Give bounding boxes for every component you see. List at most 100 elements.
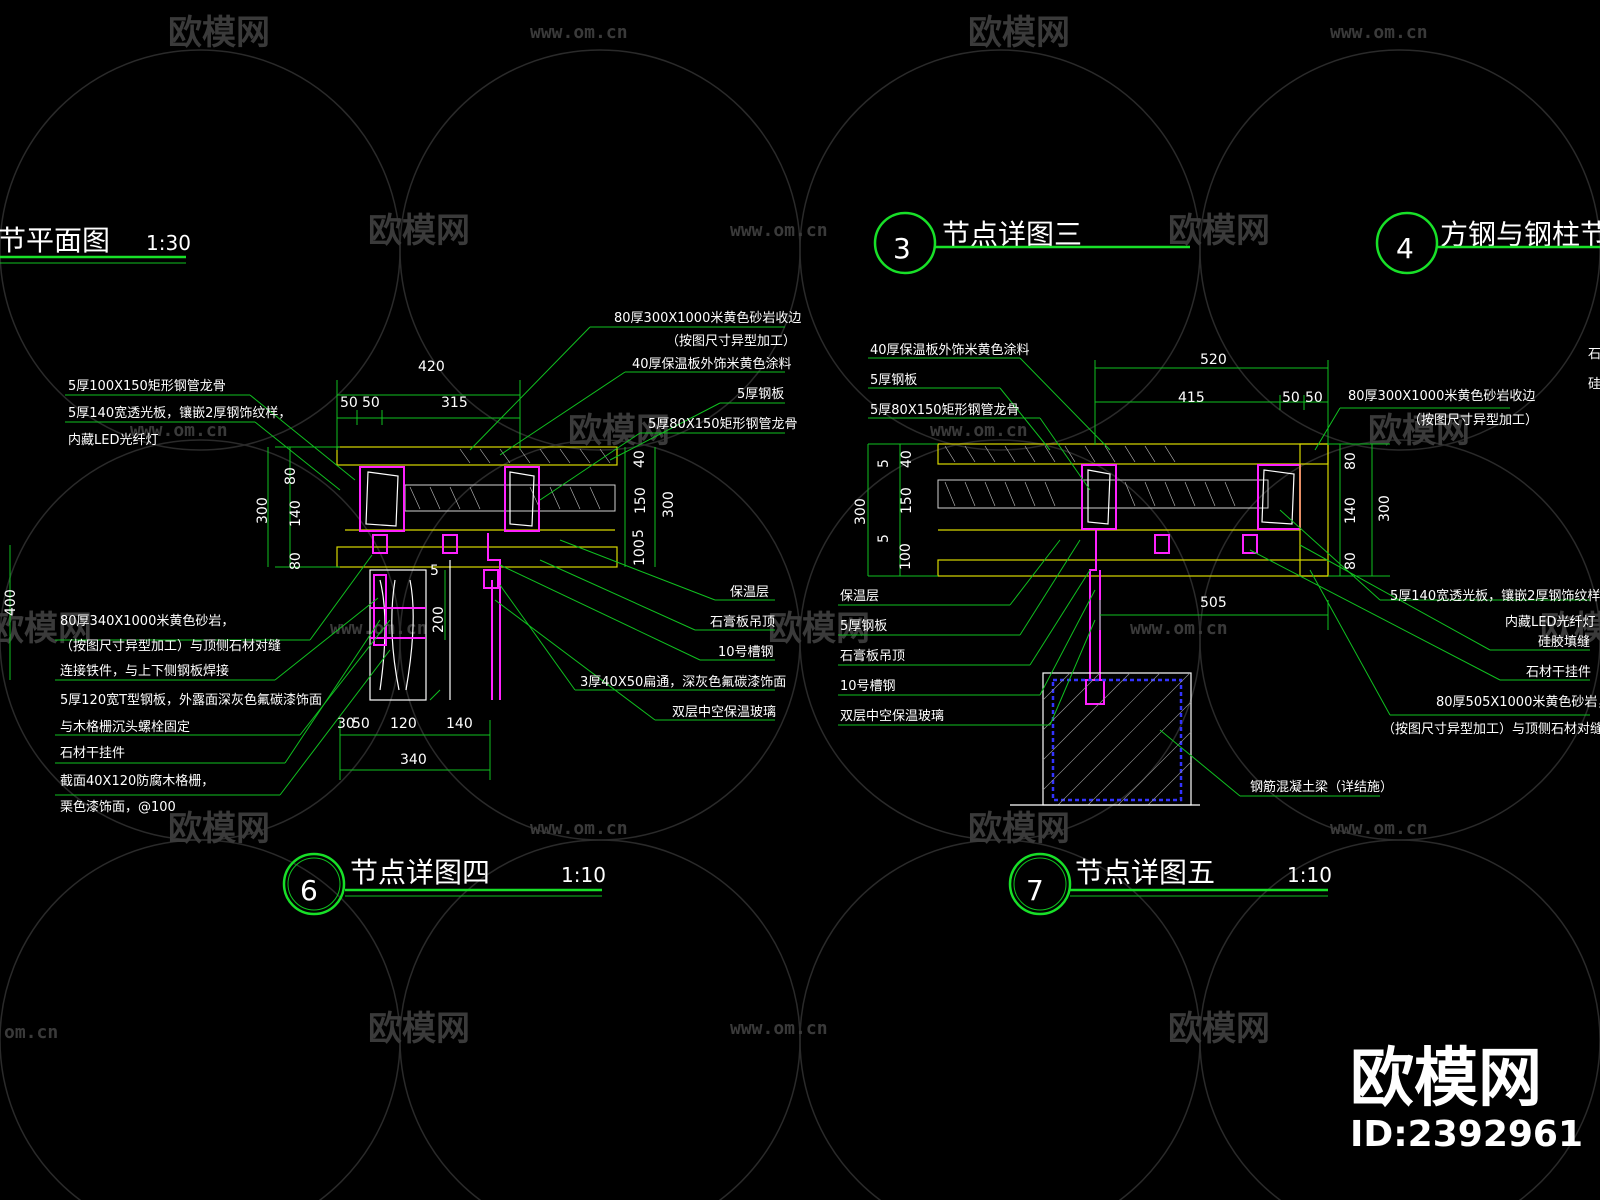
detail4-number: 4 <box>1396 232 1414 265</box>
label: 与木格栅沉头螺栓固定 <box>60 719 190 735</box>
dim: 300 <box>255 497 271 524</box>
dim: 300 <box>853 498 869 525</box>
watermark-url: www.om.cn <box>930 420 1028 441</box>
dim: 100 <box>898 543 914 570</box>
label: 5厚80X150矩形钢管龙骨 <box>870 403 1020 418</box>
label: 石 <box>1588 347 1600 362</box>
watermark-brand: 欧模网 <box>1168 211 1270 251</box>
dim: 150 <box>899 487 915 514</box>
detail3-number: 3 <box>893 232 911 265</box>
detail7-dims: 520 415 50 50 5 40 150 5 100 300 80 140 … <box>853 352 1393 611</box>
dim: 50 <box>340 395 358 411</box>
label: 5厚钢板 <box>737 387 784 402</box>
label: 栗色漆饰面，@100 <box>60 799 176 815</box>
detail6-dims: 420 50 50 315 80 140 80 300 40 150 5 100… <box>3 359 677 768</box>
label: 双层中空保温玻璃 <box>672 705 776 720</box>
watermark-circles <box>0 49 1600 1200</box>
dim: 30 <box>337 716 355 732</box>
label: 5厚140宽透光板，镶嵌2厚钢饰纹样， <box>1390 588 1600 604</box>
dim: 5 <box>876 534 892 543</box>
watermark-url: www.om.cn <box>130 420 228 441</box>
label: 5厚100X150矩形钢管龙骨 <box>68 379 226 394</box>
label: 连接铁件，与上下侧钢板焊接 <box>60 663 229 679</box>
label: 钢筋混凝土梁（详结施） <box>1250 779 1393 795</box>
dim: 80 <box>1343 452 1359 470</box>
dim: 80 <box>288 552 304 570</box>
label: 40厚保温板外饰米黄色涂料 <box>632 356 792 372</box>
dim: 315 <box>441 395 468 411</box>
detail7-labels: 40厚保温板外饰米黄色涂料 5厚钢板 5厚80X150矩形钢管龙骨 保温层 5厚… <box>840 342 1600 795</box>
detail6-labels: 5厚100X150矩形钢管龙骨 5厚140宽透光板，镶嵌2厚钢饰纹样， 内藏LE… <box>60 310 801 815</box>
watermark-url: www.om.cn <box>330 618 428 639</box>
dim: 50 <box>352 716 370 732</box>
watermark-brand: 欧模网 <box>368 1009 470 1049</box>
watermark-url: www.om.cn <box>730 1018 828 1039</box>
brand-logo-text: 欧模网 <box>1350 1042 1542 1116</box>
label: 10号槽钢 <box>840 679 896 694</box>
dim: 5 <box>631 529 647 538</box>
label: 内藏LED光纤灯 <box>68 432 158 448</box>
dim: 120 <box>390 716 417 732</box>
label: （按图尺寸异型加工）与顶侧石材对缝 <box>1382 722 1600 737</box>
dim: 140 <box>1343 497 1359 524</box>
label: 80厚300X1000米黄色砂岩收边 <box>614 310 801 326</box>
label: 10号槽钢 <box>718 645 774 660</box>
dim: 300 <box>661 491 677 518</box>
dim: 300 <box>1377 495 1393 522</box>
dim: 5 <box>876 459 892 468</box>
detail6-drawing <box>9 326 785 796</box>
watermark-brand: 欧模网 <box>1168 1009 1270 1049</box>
detail7-drawing <box>838 357 1590 806</box>
label: 5厚120宽T型钢板，外露面深灰色氟碳漆饰面 <box>60 692 322 708</box>
detail7-title: 节点详图五 <box>1075 856 1215 889</box>
label: 5厚钢板 <box>840 619 887 634</box>
dim: 150 <box>633 487 649 514</box>
watermark-url: www.om.cn <box>1330 22 1428 43</box>
watermark-url: www.om.cn <box>1130 618 1228 639</box>
label: 80厚300X1000米黄色砂岩收边 <box>1348 388 1535 404</box>
dim: 140 <box>288 500 304 527</box>
dim: 420 <box>418 359 445 375</box>
watermark-url: www.om.cn <box>530 818 628 839</box>
detail4-title: 方钢与钢柱节 <box>1440 218 1600 251</box>
label: 5厚80X150矩形钢管龙骨 <box>648 417 798 432</box>
detail6-number: 6 <box>300 874 318 907</box>
label: 石膏板吊顶 <box>840 648 905 664</box>
label: 硅胶填缝 <box>1538 634 1590 650</box>
detail7-scale: 1:10 <box>1287 863 1332 887</box>
partial-titles: 节平面图 1:30 3 节点详图三 4 方钢与钢柱节 <box>0 211 1600 275</box>
label: 5厚钢板 <box>870 373 917 388</box>
label: 双层中空保温玻璃 <box>840 709 944 724</box>
dim: 50 <box>1305 390 1323 406</box>
label: 截面40X120防腐木格栅， <box>60 773 214 789</box>
watermark-brand: 欧模网 <box>168 809 270 849</box>
dim: 5 <box>430 563 439 579</box>
dim: 140 <box>446 716 473 732</box>
watermark-brand: 欧模网 <box>368 211 470 251</box>
dim: 40 <box>632 450 648 468</box>
dim: 100 <box>632 539 648 566</box>
plan-scale: 1:30 <box>146 231 191 255</box>
watermark-url-partial: om.cn <box>4 1022 58 1043</box>
dim: 80 <box>283 467 299 485</box>
watermark-brand: 欧模网 <box>768 609 870 649</box>
watermark-url: www.om.cn <box>1330 818 1428 839</box>
label: 石材干挂件 <box>1526 665 1591 680</box>
dim: 40 <box>899 450 915 468</box>
detail3-title: 节点详图三 <box>942 218 1082 251</box>
watermark-brand: 欧模网 <box>568 411 670 451</box>
plan-title: 节平面图 <box>0 224 110 257</box>
detail6-title-block: 6 节点详图四 1:10 <box>282 852 606 916</box>
label: 石材干挂件 <box>60 746 125 761</box>
dim: 415 <box>1178 390 1205 406</box>
label: 保温层 <box>840 589 879 604</box>
detail7-number: 7 <box>1026 874 1044 907</box>
label: 硅 <box>1588 377 1600 392</box>
detail6-title: 节点详图四 <box>350 856 490 889</box>
dim: 340 <box>400 752 427 768</box>
watermark-brand: 欧模网 <box>0 609 92 649</box>
label: 80厚505X1000米黄色砂岩， <box>1436 694 1600 710</box>
label: （按图尺寸异型加工）与顶侧石材对缝 <box>60 639 281 654</box>
label: 40厚保温板外饰米黄色涂料 <box>870 342 1030 358</box>
